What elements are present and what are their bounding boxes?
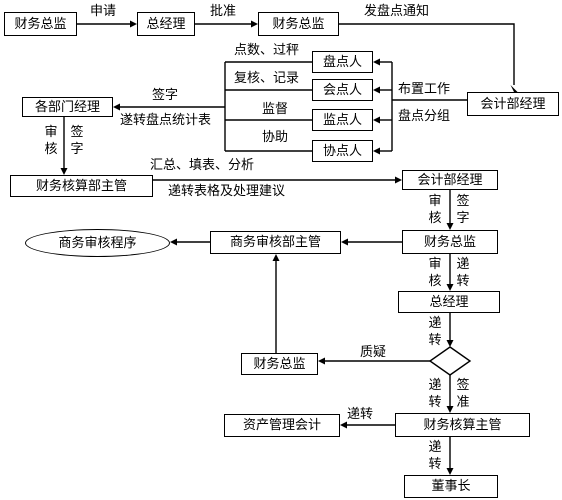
arrowhead (60, 168, 68, 175)
label-shenqing: 申请 (90, 4, 117, 19)
label-qianzi-2: 签字 (456, 194, 470, 226)
arrowhead (446, 406, 454, 413)
node-swshcx: 商务审核程序 (25, 229, 170, 257)
label-suizhuan: 遂转盘点统计表 (120, 113, 212, 128)
label-shenhe-2: 审核 (428, 194, 442, 226)
label-dizhuan-4: 递转 (428, 316, 442, 348)
node-dsz: 董事长 (404, 475, 498, 498)
label-shenhe-3: 审核 (428, 257, 442, 289)
label-dizhuan-3: 递转 (456, 257, 470, 289)
node-cwhsbzg-left: 财务核算部主管 (10, 175, 153, 197)
label-dizhuan-table: 递转表格及处理建议 (168, 184, 286, 199)
arrowhead (395, 176, 402, 184)
arrowhead (341, 238, 348, 246)
node-kjbjl-right: 会计部经理 (467, 92, 559, 116)
node-zjl-top: 总经理 (137, 12, 195, 36)
arrowhead (510, 85, 518, 92)
line-notice-to-kjbjl (339, 23, 515, 85)
arrowhead (373, 116, 380, 124)
label-dizhuan-7: 递转 (428, 440, 442, 472)
node-cwzj-top: 财务总监 (4, 12, 77, 36)
arrowhead (113, 103, 120, 111)
label-pandianfenzu: 盘点分组 (398, 109, 451, 124)
label-fapandian: 发盘点通知 (364, 4, 430, 19)
arrowhead (373, 58, 380, 66)
node-cwhsbzg-bottom: 财务核算主管 (395, 413, 530, 437)
arrowhead (251, 20, 258, 28)
node-pandian: 盘点人 (312, 51, 373, 73)
node-cwzj-bottom: 财务总监 (241, 353, 318, 375)
arrowhead (130, 20, 137, 28)
node-swshbzg: 商务审核部主管 (210, 231, 341, 254)
node-gbmjl: 各部门经理 (22, 97, 113, 117)
arrowhead (373, 86, 380, 94)
arrowhead (446, 223, 454, 230)
label-zhiyi: 质疑 (360, 345, 387, 360)
label-pizhun: 批准 (210, 4, 237, 19)
node-huidian: 会点人 (312, 79, 373, 101)
label-dianshu: 点数、过秤 (234, 43, 300, 58)
node-cwzj-center: 财务总监 (402, 230, 498, 254)
label-dizhuan-6: 递转 (347, 407, 374, 422)
node-xiedian: 协点人 (312, 140, 373, 162)
label-xiezhu: 协助 (262, 130, 289, 145)
node-zjl-center: 总经理 (398, 291, 500, 313)
label-jiandu: 监督 (262, 102, 289, 117)
label-qianzhun: 签准 (456, 378, 470, 410)
arrowhead (272, 254, 280, 261)
arrowhead (446, 340, 454, 347)
arrowhead (446, 468, 454, 475)
label-huizong: 汇总、填表、分析 (150, 158, 255, 173)
label-dizhuan-5: 递转 (428, 378, 442, 410)
arrowhead (373, 147, 380, 155)
node-jiandian: 监点人 (312, 109, 373, 131)
node-kjbjl-mid: 会计部经理 (402, 170, 498, 190)
label-fuhe: 复核、记录 (234, 71, 300, 86)
arrowhead (318, 357, 325, 365)
node-zcglkj: 资产管理会计 (224, 414, 340, 437)
node-cwzj-mid-top: 财务总监 (258, 12, 339, 36)
decision-diamond (428, 346, 472, 376)
label-buzhi: 布置工作 (398, 82, 451, 97)
arrowhead (446, 284, 454, 291)
arrowhead (170, 238, 177, 246)
label-qianzi-1: 签字 (70, 125, 84, 157)
label-qianzi-top: 签字 (152, 88, 179, 103)
label-shenhe-1: 审核 (44, 125, 58, 157)
arrowhead (340, 421, 347, 429)
